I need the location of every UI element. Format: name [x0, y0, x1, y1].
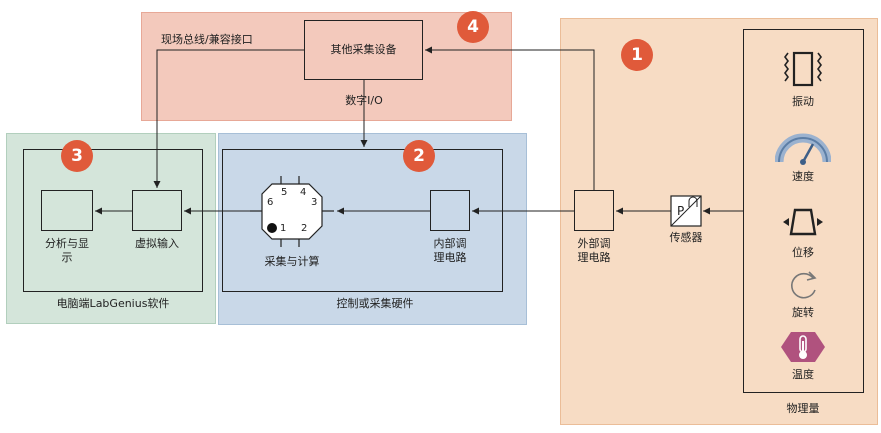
- analyze-label: 分析与显 示: [45, 237, 89, 264]
- quantity-label: 位移: [792, 246, 814, 259]
- other-device-box: [304, 20, 423, 80]
- pressure-sensor-icon: [670, 195, 702, 227]
- displacement-icon: [783, 208, 823, 236]
- chip-pin-label: 6: [267, 197, 274, 208]
- sensor-label: 传感器: [669, 231, 703, 244]
- chip-pin-label: 1: [280, 223, 287, 234]
- speedometer-icon: [775, 133, 831, 165]
- other-device-label: 其他采集设备: [330, 43, 397, 56]
- analyze-box: [41, 190, 93, 231]
- compute-label: 采集与计算: [264, 255, 320, 268]
- chip-pin-label: 2: [301, 223, 308, 234]
- virtual-input-box: [132, 190, 182, 231]
- int-cond-box: [430, 190, 470, 231]
- badge-other: 4: [457, 11, 489, 43]
- rotation-icon: [791, 271, 817, 299]
- badge-software: 3: [61, 140, 93, 172]
- digital-io-label: 数字I/O: [345, 94, 383, 107]
- hardware-title: 控制或采集硬件: [336, 297, 414, 310]
- ext-cond-box: [574, 190, 614, 231]
- int-cond-label: 内部调 理电路: [433, 237, 467, 264]
- thermometer-icon: [781, 332, 825, 362]
- badge-hardware: 2: [403, 140, 435, 172]
- sensor-p-glyph: P: [677, 204, 685, 218]
- quantity-label: 振动: [792, 95, 814, 108]
- hardware-frame: [222, 149, 503, 292]
- vibration-icon: [784, 51, 822, 87]
- physical-title: 物理量: [786, 402, 820, 415]
- other-device-zone: [141, 12, 512, 121]
- virtual-input-label: 虚拟输入: [135, 237, 179, 250]
- badge-physical: 1: [621, 39, 653, 71]
- quantity-label: 速度: [792, 170, 814, 183]
- fieldbus-label: 现场总线/兼容接口: [161, 33, 253, 46]
- chip-pin-label: 3: [311, 197, 318, 208]
- software-title: 电脑端LabGenius软件: [56, 297, 170, 310]
- chip-pin-label: 5: [281, 187, 288, 198]
- chip-pin-label: 4: [300, 187, 307, 198]
- chip-icon: [250, 176, 334, 247]
- software-frame: [23, 149, 203, 292]
- ext-cond-label: 外部调 理电路: [577, 237, 611, 264]
- quantity-label: 温度: [792, 368, 814, 381]
- quantity-label: 旋转: [792, 306, 814, 319]
- quantity-frame: [743, 29, 864, 393]
